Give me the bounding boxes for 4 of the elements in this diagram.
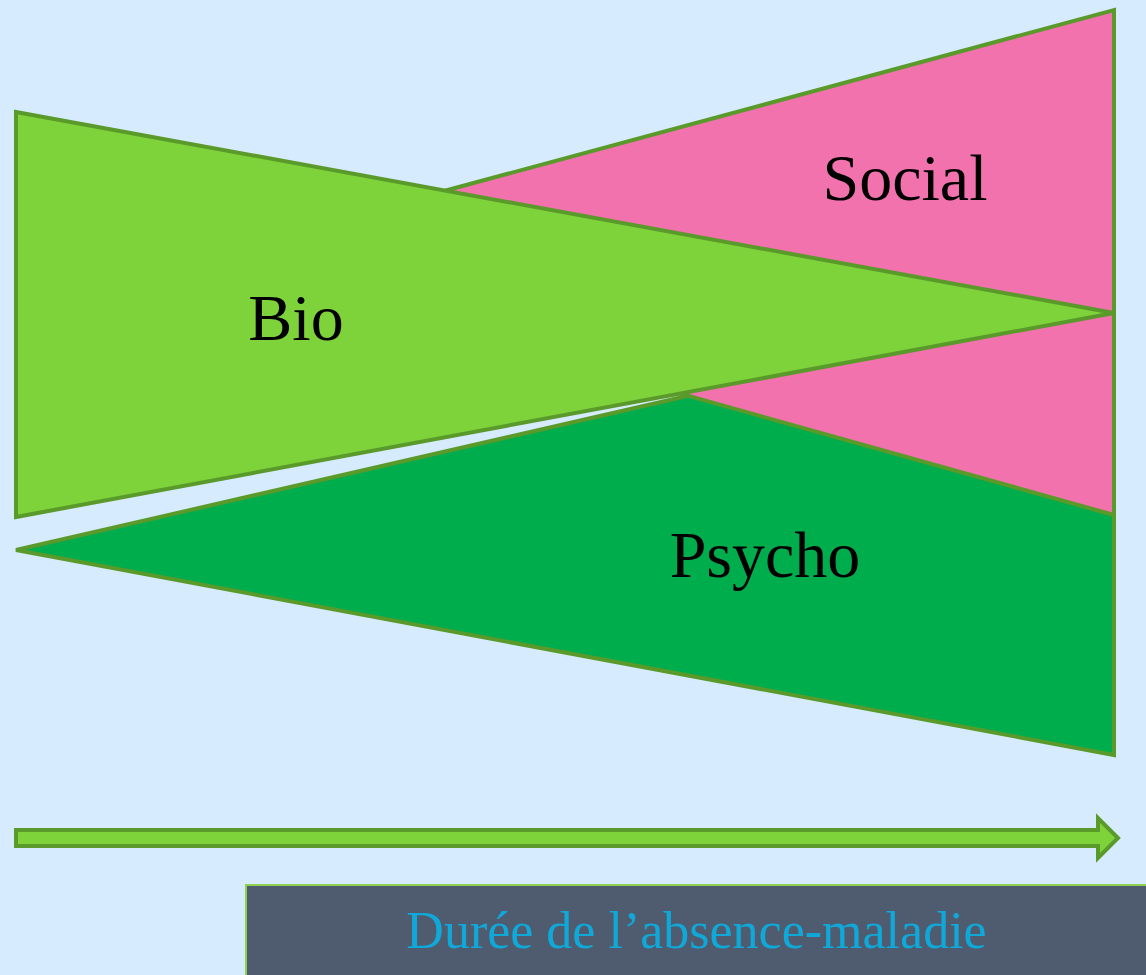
triangle-label: Social — [822, 145, 988, 211]
caption-box — [245, 884, 1146, 975]
triangle-label: Bio — [248, 285, 344, 351]
axis-caption: Durée de l’absence-maladie — [406, 901, 987, 960]
